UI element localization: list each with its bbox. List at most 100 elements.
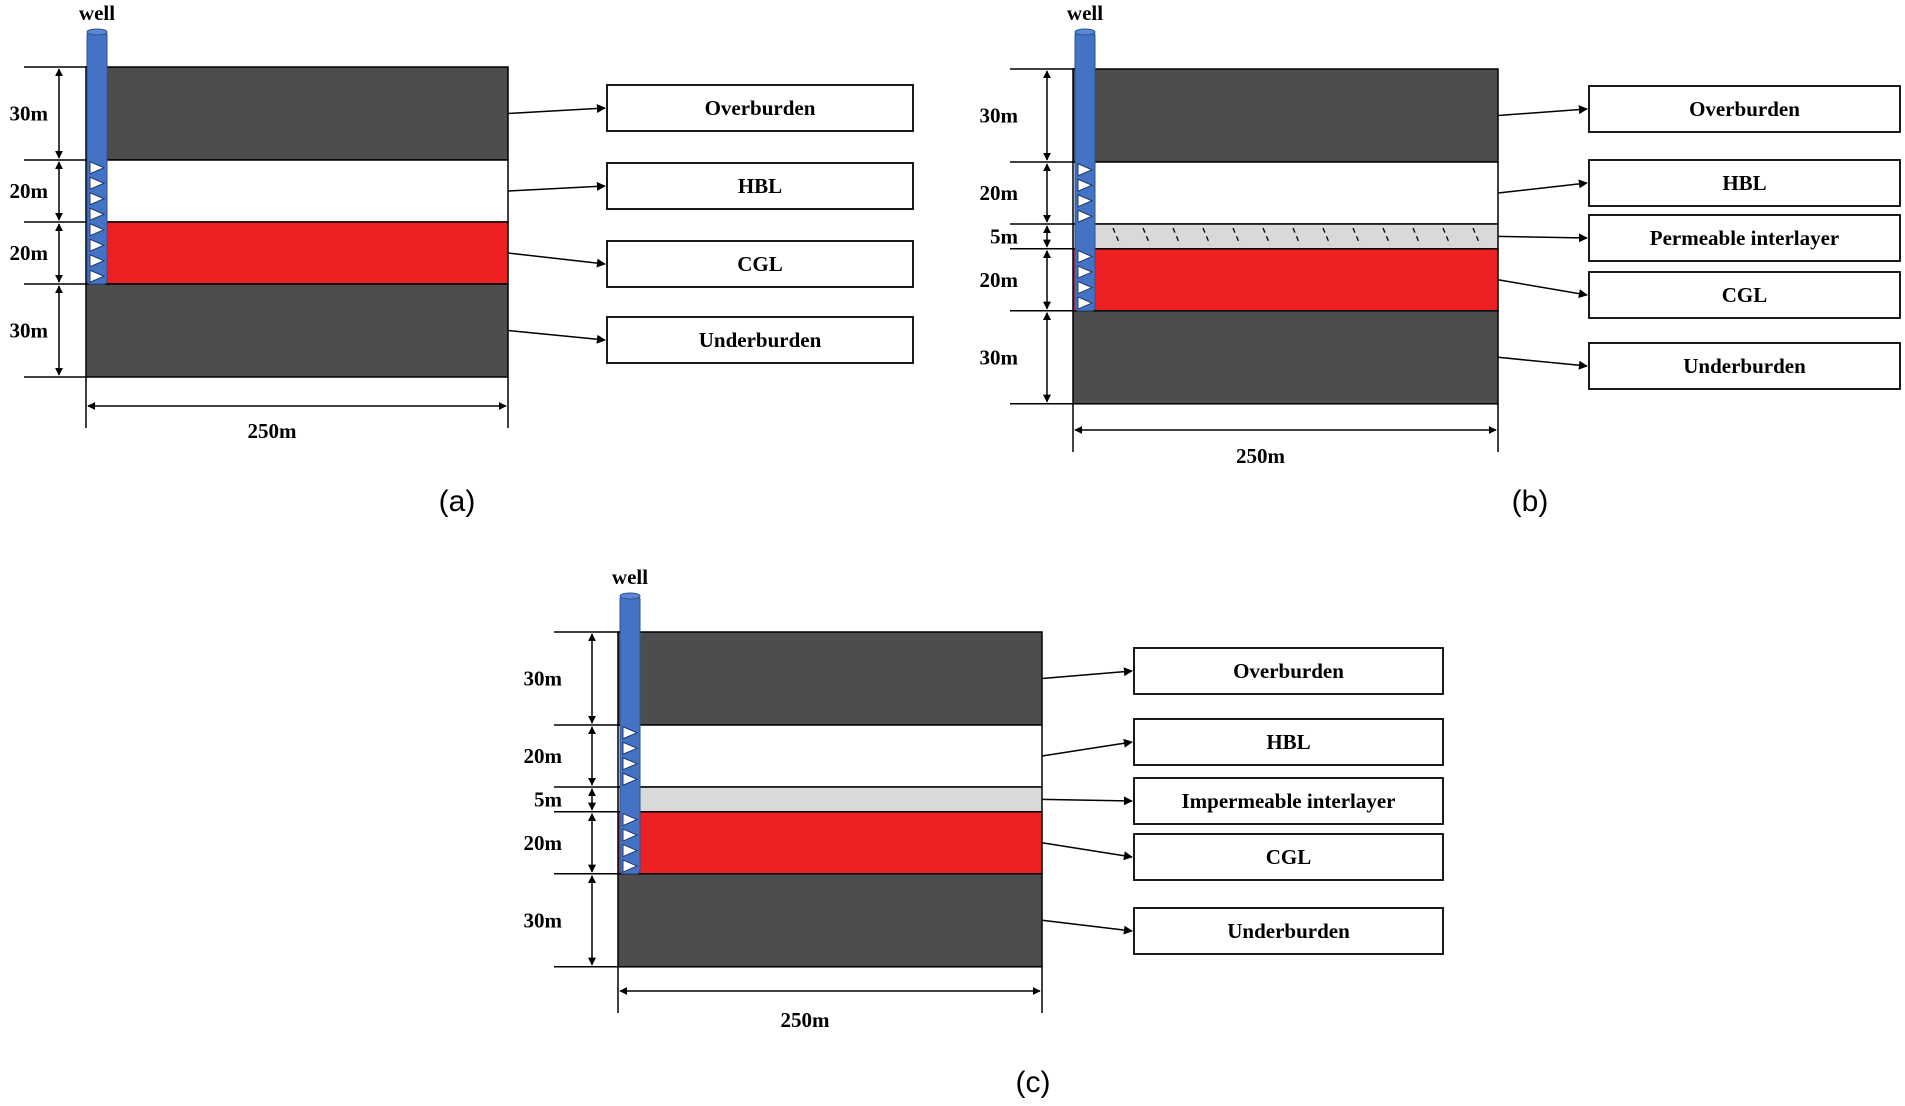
- well-top-cap: [619, 592, 641, 600]
- layer-cgl: [1072, 248, 1499, 312]
- perforation-triangle: [89, 191, 106, 206]
- layer-name-text: Permeable interlayer: [1650, 226, 1840, 250]
- layer-name-text: HBL: [738, 174, 782, 198]
- layer-cgl: [617, 811, 1043, 875]
- thickness-label: 20m: [524, 744, 563, 768]
- thickness-label: 30m: [524, 908, 563, 932]
- layer-underburden: [617, 873, 1043, 968]
- layer-pointer-arrow: [1497, 356, 1588, 370]
- permeable-hatch-marks: [1112, 227, 1481, 246]
- panel-caption: (a): [439, 485, 476, 518]
- width-dimension: 250m: [85, 377, 509, 443]
- hatch-mark: [1202, 227, 1211, 246]
- layer-pointer-arrow: [507, 181, 606, 192]
- thickness-label: 30m: [980, 345, 1019, 369]
- hatch-mark: [1172, 227, 1181, 246]
- hatch-mark: [1442, 227, 1451, 246]
- width-label: 250m: [781, 1008, 831, 1032]
- layer-underburden: [1072, 310, 1499, 405]
- thickness-label: 30m: [980, 104, 1019, 128]
- layer-overburden: [85, 66, 509, 161]
- perforation-triangle: [622, 843, 639, 858]
- panel-a: well30m20m20m30m250mOverburdenHBLCGLUnde…: [10, 1, 914, 518]
- layer-name-box: [606, 162, 914, 210]
- hatch-mark: [1142, 227, 1151, 246]
- layer-pointer-arrow: [1041, 738, 1133, 757]
- hatch-mark: [1472, 227, 1481, 246]
- width-label: 250m: [1236, 444, 1286, 468]
- perforation-triangle: [1077, 178, 1094, 193]
- layer-name-text: CGL: [1266, 845, 1312, 869]
- layer-cgl: [85, 221, 509, 285]
- hatch-mark: [1112, 227, 1121, 246]
- layer-name-text: Underburden: [1227, 919, 1350, 943]
- thickness-label: 30m: [10, 319, 49, 343]
- layer-name-text: Impermeable interlayer: [1181, 789, 1395, 813]
- layer-pointer-arrow: [1041, 842, 1133, 861]
- perforation-triangle: [622, 859, 639, 873]
- layer-name-text: Underburden: [699, 328, 822, 352]
- panel-caption: (c): [1016, 1066, 1051, 1099]
- perforation-triangle: [622, 725, 639, 740]
- perforation-triangle: [89, 269, 106, 284]
- layer-pointer-arrow: [1041, 667, 1133, 680]
- layer-pointer-arrow: [507, 252, 606, 268]
- well-label: well: [612, 565, 648, 589]
- hatch-mark: [1262, 227, 1271, 246]
- width-dimension: 250m: [617, 966, 1043, 1032]
- thickness-label: 30m: [10, 102, 49, 126]
- layer-name-text: HBL: [1722, 171, 1766, 195]
- layer-name-box: [606, 316, 914, 364]
- thickness-label: 20m: [524, 831, 563, 855]
- perforation-triangle: [1077, 162, 1094, 177]
- perforation-triangle: [1077, 296, 1094, 310]
- well-label: well: [1067, 1, 1103, 25]
- layer-pointer-arrow: [1497, 179, 1588, 194]
- width-dimension: 250m: [1072, 403, 1499, 468]
- layer-pointer-arrow: [1497, 233, 1588, 243]
- layer-name-box: [1588, 85, 1901, 133]
- layer-pointer-arrow: [1041, 796, 1133, 806]
- perforation-triangle: [622, 828, 639, 842]
- layer-name-box: [606, 84, 914, 132]
- thickness-label: 20m: [10, 179, 49, 203]
- thickness-label: 5m: [534, 787, 563, 811]
- perforation-triangle: [622, 741, 639, 756]
- layer-hbl: [617, 724, 1043, 788]
- layer-pointer-arrow: [1497, 105, 1588, 117]
- thickness-label: 20m: [980, 268, 1019, 292]
- perforation-triangle: [1077, 249, 1094, 264]
- hatch-mark: [1232, 227, 1241, 246]
- layer-underburden: [85, 283, 509, 378]
- layer-name-text: Overburden: [1689, 97, 1800, 121]
- layer-hbl: [1072, 161, 1499, 225]
- layer-pointer-arrow: [507, 329, 606, 344]
- layer-permeable-interlayer: [1072, 223, 1499, 250]
- hatch-mark: [1382, 227, 1391, 246]
- layer-name-text: Underburden: [1683, 354, 1806, 378]
- perforation-markers: [622, 725, 639, 873]
- perforation-triangle: [622, 772, 639, 787]
- layer-name-box: [1588, 159, 1901, 207]
- width-label: 250m: [248, 419, 298, 443]
- perforation-triangle: [89, 176, 106, 191]
- layer-name-box: [1133, 907, 1444, 955]
- layer-name-text: CGL: [1722, 283, 1768, 307]
- layer-pointer-arrow: [1041, 919, 1133, 935]
- layer-name-box: [1133, 833, 1444, 881]
- perforation-triangle: [1077, 193, 1094, 208]
- hatch-mark: [1352, 227, 1361, 246]
- layer-name-box: [1133, 718, 1444, 766]
- perforation-triangle: [89, 160, 106, 175]
- layer-name-text: Overburden: [1233, 659, 1344, 683]
- layer-impermeable-interlayer: [617, 786, 1043, 813]
- perforation-triangle: [89, 222, 106, 237]
- layer-hbl: [85, 159, 509, 223]
- thickness-label: 5m: [990, 224, 1019, 248]
- thickness-label: 20m: [10, 241, 49, 265]
- layer-name-box: [1588, 271, 1901, 319]
- perforation-markers: [1077, 162, 1094, 310]
